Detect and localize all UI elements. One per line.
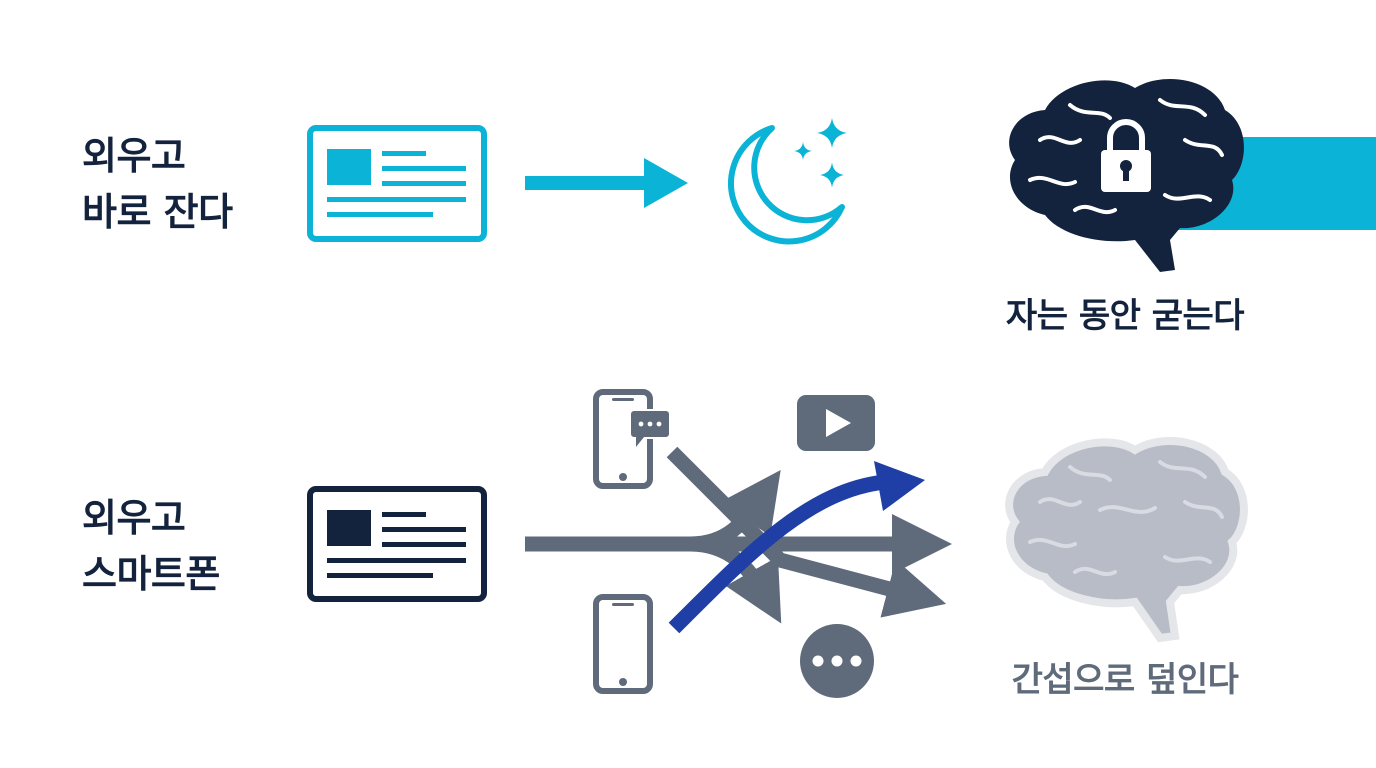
bottom-left-label-line-2: 스마트폰: [82, 552, 220, 596]
smartphone-icon: [593, 594, 653, 694]
tangled-arrows-icon: [525, 446, 952, 624]
brain-lock-icon: [1009, 79, 1244, 272]
note-card-icon-bottom: [307, 486, 487, 602]
blue-arrow-icon: [668, 461, 925, 634]
bottom-left-label: 외우고 스마트폰: [82, 490, 220, 602]
top-right-label: 자는 동안 굳는다: [1005, 296, 1245, 336]
top-left-label-line-1: 외우고: [82, 134, 186, 178]
more-dots-icon: [800, 624, 874, 698]
faded-brain-icon: [1005, 437, 1248, 643]
top-left-label-line-2: 바로 잔다: [82, 190, 233, 234]
video-play-icon: [797, 395, 875, 451]
bottom-left-label-line-1: 외우고: [82, 496, 186, 540]
note-card-icon-top: [307, 125, 487, 242]
bottom-right-label: 간섭으로 덮인다: [1011, 660, 1239, 700]
arrow-right-icon: [525, 158, 688, 208]
top-left-label: 외우고 바로 잔다: [82, 128, 233, 240]
smartphone-chat-icon: [593, 389, 671, 489]
moon-stars-icon: [728, 118, 847, 245]
